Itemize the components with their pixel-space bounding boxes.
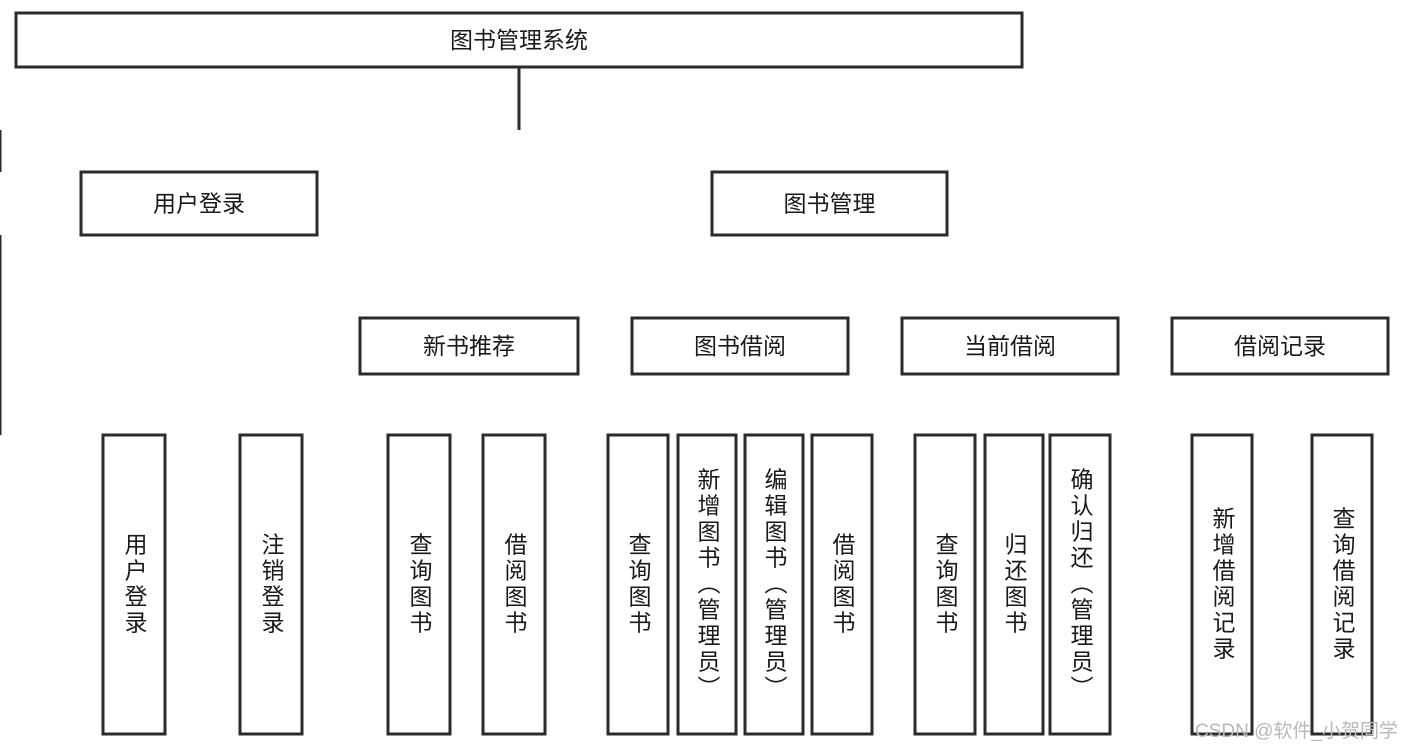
node-label: 图书管理系统: [450, 27, 588, 53]
node-label: 图书管理: [784, 191, 876, 217]
node-box: [710, 170, 949, 237]
node-box: [101, 433, 167, 736]
node-label: 用户登录: [121, 533, 148, 637]
node-label: 用户登录: [153, 191, 245, 217]
node-l3-borrow-record[interactable]: 借阅记录: [1170, 316, 1390, 376]
node-box: [1310, 433, 1374, 736]
node-leaf-leaf-edit-book[interactable]: 编辑图书（管理员）: [743, 433, 805, 736]
node-label: 借阅图书: [829, 533, 856, 637]
node-l3-new-book-recommend[interactable]: 新书推荐: [358, 316, 580, 376]
node-leaf-leaf-query-record[interactable]: 查询借阅记录: [1310, 433, 1374, 736]
node-box: [481, 433, 547, 736]
node-leaf-leaf-borrow-book-rec[interactable]: 借阅图书: [481, 433, 547, 736]
node-box: [810, 433, 874, 736]
node-label: 确认归还（管理员）: [1067, 468, 1094, 702]
node-root-root[interactable]: 图书管理系统: [14, 11, 1024, 69]
node-leaf-leaf-add-record[interactable]: 新增借阅记录: [1190, 433, 1254, 736]
node-box: [1190, 433, 1254, 736]
node-label: 图书借阅: [694, 333, 786, 359]
node-leaf-leaf-query-book-cur[interactable]: 查询图书: [913, 433, 977, 736]
node-l3-current-borrow[interactable]: 当前借阅: [900, 316, 1120, 376]
node-label: 新书推荐: [423, 333, 515, 359]
node-box: [606, 433, 670, 736]
node-l2-user-login[interactable]: 用户登录: [79, 170, 319, 237]
node-label: 新增借阅记录: [1209, 507, 1236, 663]
node-l3-book-borrow[interactable]: 图书借阅: [630, 316, 850, 376]
node-l2-book-manage[interactable]: 图书管理: [710, 170, 949, 237]
node-box: [79, 170, 319, 237]
node-box: [983, 433, 1045, 736]
node-box: [358, 316, 580, 376]
node-box: [676, 433, 738, 736]
node-label: 查询图书: [932, 533, 959, 637]
node-box: [386, 433, 452, 736]
node-label: 查询借阅记录: [1329, 507, 1356, 663]
node-leaf-leaf-user-login[interactable]: 用户登录: [101, 433, 167, 736]
node-leaf-leaf-return-book[interactable]: 归还图书: [983, 433, 1045, 736]
node-label: 归还图书: [1001, 533, 1028, 637]
node-box: [630, 316, 850, 376]
node-label: 查询图书: [625, 533, 652, 637]
node-leaf-leaf-logout[interactable]: 注销登录: [238, 433, 304, 736]
node-label: 编辑图书（管理员）: [761, 468, 788, 702]
node-label: 借阅图书: [501, 533, 528, 637]
node-label: 借阅记录: [1234, 333, 1326, 359]
node-box: [913, 433, 977, 736]
node-box: [14, 11, 1024, 69]
node-box: [900, 316, 1120, 376]
node-label: 查询图书: [406, 533, 433, 637]
connector-edges: [0, 67, 521, 435]
node-leaf-leaf-borrow-book[interactable]: 借阅图书: [810, 433, 874, 736]
watermark-label: CSDN @软件_小贺同学: [1195, 720, 1398, 742]
node-leaf-leaf-query-book-borrow[interactable]: 查询图书: [606, 433, 670, 736]
node-leaf-leaf-add-book[interactable]: 新增图书（管理员）: [676, 433, 738, 736]
node-box: [1170, 316, 1390, 376]
node-box: [743, 433, 805, 736]
node-label: 注销登录: [258, 533, 285, 637]
node-leaf-leaf-query-book-rec[interactable]: 查询图书: [386, 433, 452, 736]
node-label: 新增图书（管理员）: [694, 468, 721, 702]
node-leaf-leaf-confirm-return[interactable]: 确认归还（管理员）: [1048, 433, 1112, 736]
node-label: 当前借阅: [964, 333, 1056, 359]
node-boxes: 图书管理系统用户登录图书管理新书推荐图书借阅当前借阅借阅记录用户登录注销登录查询…: [14, 11, 1390, 736]
node-box: [1048, 433, 1112, 736]
node-box: [238, 433, 304, 736]
